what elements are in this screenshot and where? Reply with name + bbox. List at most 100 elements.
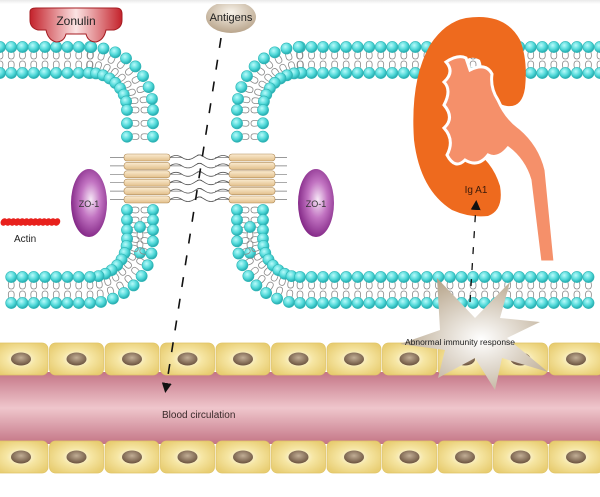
nucleus-icon [177,352,198,366]
zo1-protein-icon-right: ZO-1 [298,169,334,237]
lipid-head [524,271,537,283]
top-border [0,0,600,4]
lipid-head [547,67,560,79]
nucleus-icon [122,450,142,464]
lipid-head [363,41,376,53]
renal-pelvis-ureter [441,55,557,264]
lipid-head [61,271,74,283]
lipid-head [328,297,341,309]
lipid-head [582,297,595,309]
lipid-head [409,271,422,283]
nucleus-icon [233,450,253,464]
lipid-head [232,247,245,260]
lipid-head [317,67,329,79]
lipid-head [467,271,479,283]
lipid-head [121,204,133,216]
antigen-oval-icon: Antigens [206,1,256,33]
zo1-right-label: ZO-1 [306,199,327,209]
nucleus-icon [288,352,309,366]
lipid-head [84,271,96,283]
zo1-left-label: ZO-1 [79,199,100,209]
lipid-head [257,130,269,143]
lipid-head [5,271,18,283]
lipid-head [134,247,146,259]
nucleus-icon [288,450,309,464]
lipid-head [421,271,433,283]
claudin-occludin-strand [228,187,276,195]
lipid-head [305,41,318,53]
lipid-head [146,93,158,105]
lipid-head [397,67,410,79]
claudin-occludin-strand [123,162,171,170]
lipid-head [121,214,133,226]
lipid-head [594,41,600,53]
lipid-head [328,271,341,283]
lipid-head [363,271,376,283]
lipid-head [27,297,40,309]
claudin-occludin-strand [123,187,171,195]
nucleus-icon [66,450,87,464]
lipid-head [582,271,595,283]
lipid-head [374,271,387,283]
lipid-head [294,271,306,283]
lipid-head [467,297,479,309]
lipid-head [145,247,158,260]
lipid-head [72,297,85,309]
lipid-head [409,41,422,53]
lipid-head [241,70,253,82]
claudin-occludin-strand [123,153,171,162]
claudin-occludin-strand [228,153,276,162]
lipid-head [50,271,63,283]
lipid-head [231,224,243,236]
claudin-occludin-strand [228,195,276,204]
zonulin-icon: Zonulin [29,7,123,43]
lipid-head [257,204,269,216]
lipid-head [0,41,6,53]
lipid-head [386,297,399,309]
lipid-head [129,60,142,73]
lipid-head [137,70,149,82]
lipid-head [118,287,130,299]
lipid-head [536,67,549,79]
lipid-head [397,271,410,283]
lipid-head [135,270,148,282]
lipid-head [72,271,85,283]
lipid-head [386,67,399,79]
lipid-head [5,41,18,53]
lipid-head [513,297,526,309]
lipid-head [386,271,399,283]
lipid-head [455,271,468,283]
endothelial-cell-icon [104,342,160,376]
lipid-head [147,204,159,216]
lipid-head [16,41,29,53]
endothelial-cell-icon [215,342,271,376]
lipid-head [594,67,600,79]
endothelial-cell-icon [326,342,382,376]
claudin-occludin-strand [123,195,171,204]
endothelial-cell-icon [104,440,160,474]
nucleus-icon [344,450,364,464]
lipid-head [39,271,51,283]
lipid-head [231,235,243,248]
lipid-head [536,41,549,53]
nucleus-icon [11,352,31,366]
lipid-head [340,297,353,309]
tight-junctions [110,153,287,204]
kidney-icon: Ig A1 [413,16,557,264]
lipid-head [235,81,248,93]
lipid-head [231,204,243,216]
immune-response-label: Abnormal immunity response [405,337,515,347]
kidney-cortex [413,16,526,217]
lipid-head [242,270,255,282]
lipid-head [147,235,159,248]
lipid-head [305,271,318,283]
lipid-head [27,41,40,53]
lipid-head [39,297,51,309]
lipid-head [328,41,341,53]
lipid-head [559,67,572,79]
endothelial-cell-icon [326,440,382,474]
lipid-head [121,104,133,116]
left-cell-membrane [0,41,159,309]
lipid-head [27,271,40,283]
lipid-head [27,67,40,79]
